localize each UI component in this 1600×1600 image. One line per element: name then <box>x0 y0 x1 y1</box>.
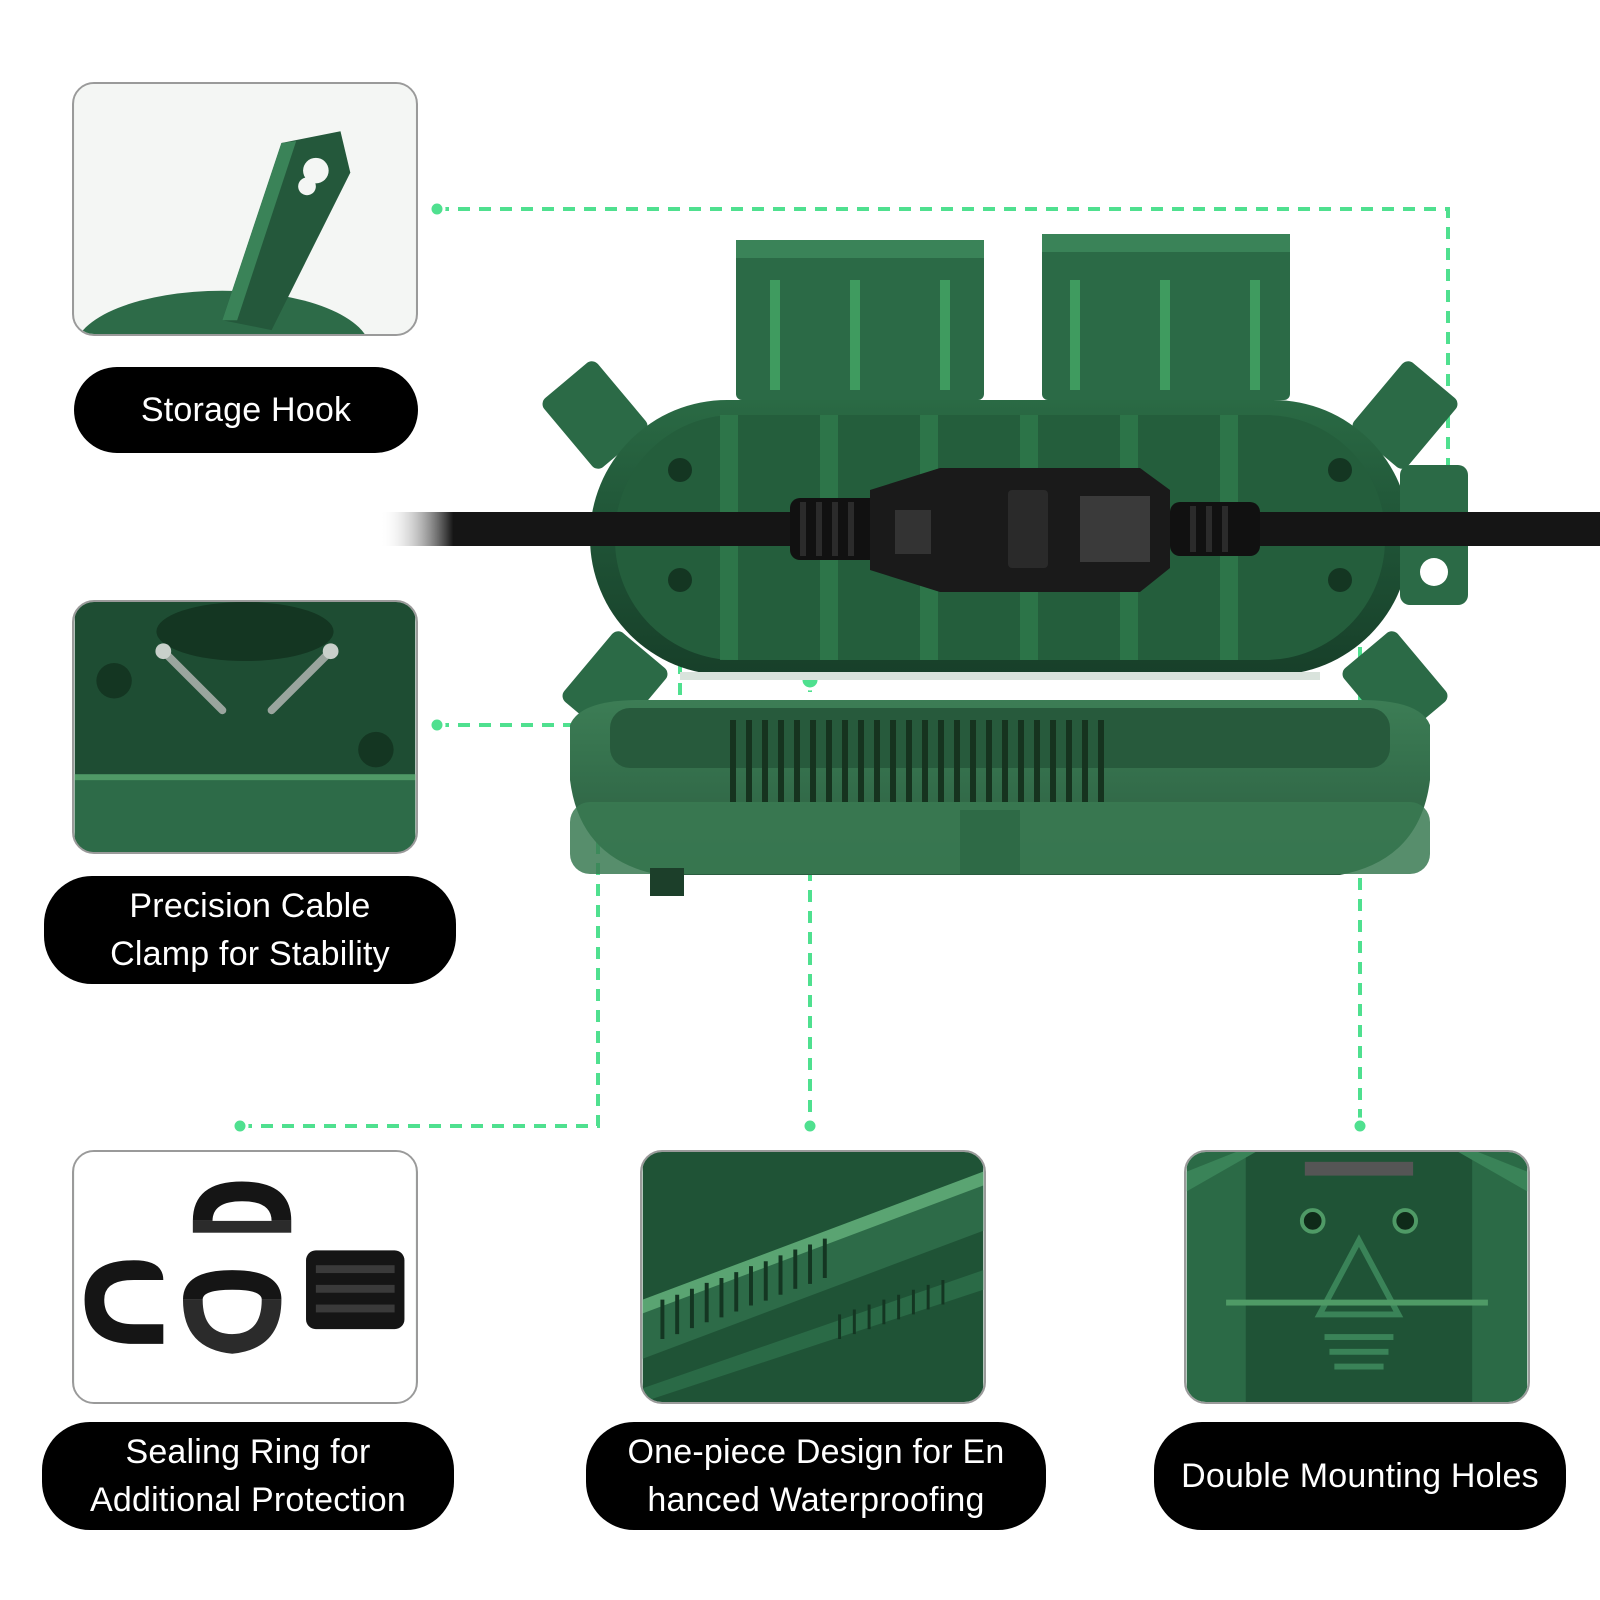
storage-hook-text: Storage Hook <box>140 390 352 429</box>
cable-clamp-card <box>72 600 418 854</box>
cable-box-illustration <box>380 234 1600 896</box>
one-piece-card <box>640 1150 986 1404</box>
sealing-ring-photo <box>74 1152 416 1402</box>
main-product-photo <box>380 220 1600 920</box>
one-piece-text: One-piece Design for En hanced Waterproo… <box>627 1432 1005 1519</box>
sealing-ring-label: Sealing Ring for Additional Protection <box>42 1422 454 1530</box>
mounting-holes-label: Double Mounting Holes <box>1154 1422 1566 1530</box>
storage-hook-label: Storage Hook <box>74 367 418 453</box>
cable-clamp-label: Precision Cable Clamp for Stability <box>44 876 456 984</box>
one-piece-photo <box>642 1152 984 1402</box>
storage-hook-card <box>72 82 418 336</box>
sealing-ring-text: Sealing Ring for Additional Protection <box>89 1432 407 1519</box>
one-piece-label: One-piece Design for En hanced Waterproo… <box>586 1422 1046 1530</box>
cable-clamp-text: Precision Cable Clamp for Stability <box>110 886 390 973</box>
mounting-holes-text: Double Mounting Holes <box>1181 1456 1539 1495</box>
mounting-holes-card <box>1184 1150 1530 1404</box>
sealing-ring-card <box>72 1150 418 1404</box>
mounting-holes-photo <box>1186 1152 1528 1402</box>
storage-hook-photo <box>74 84 416 334</box>
cable-clamp-photo <box>74 602 416 852</box>
